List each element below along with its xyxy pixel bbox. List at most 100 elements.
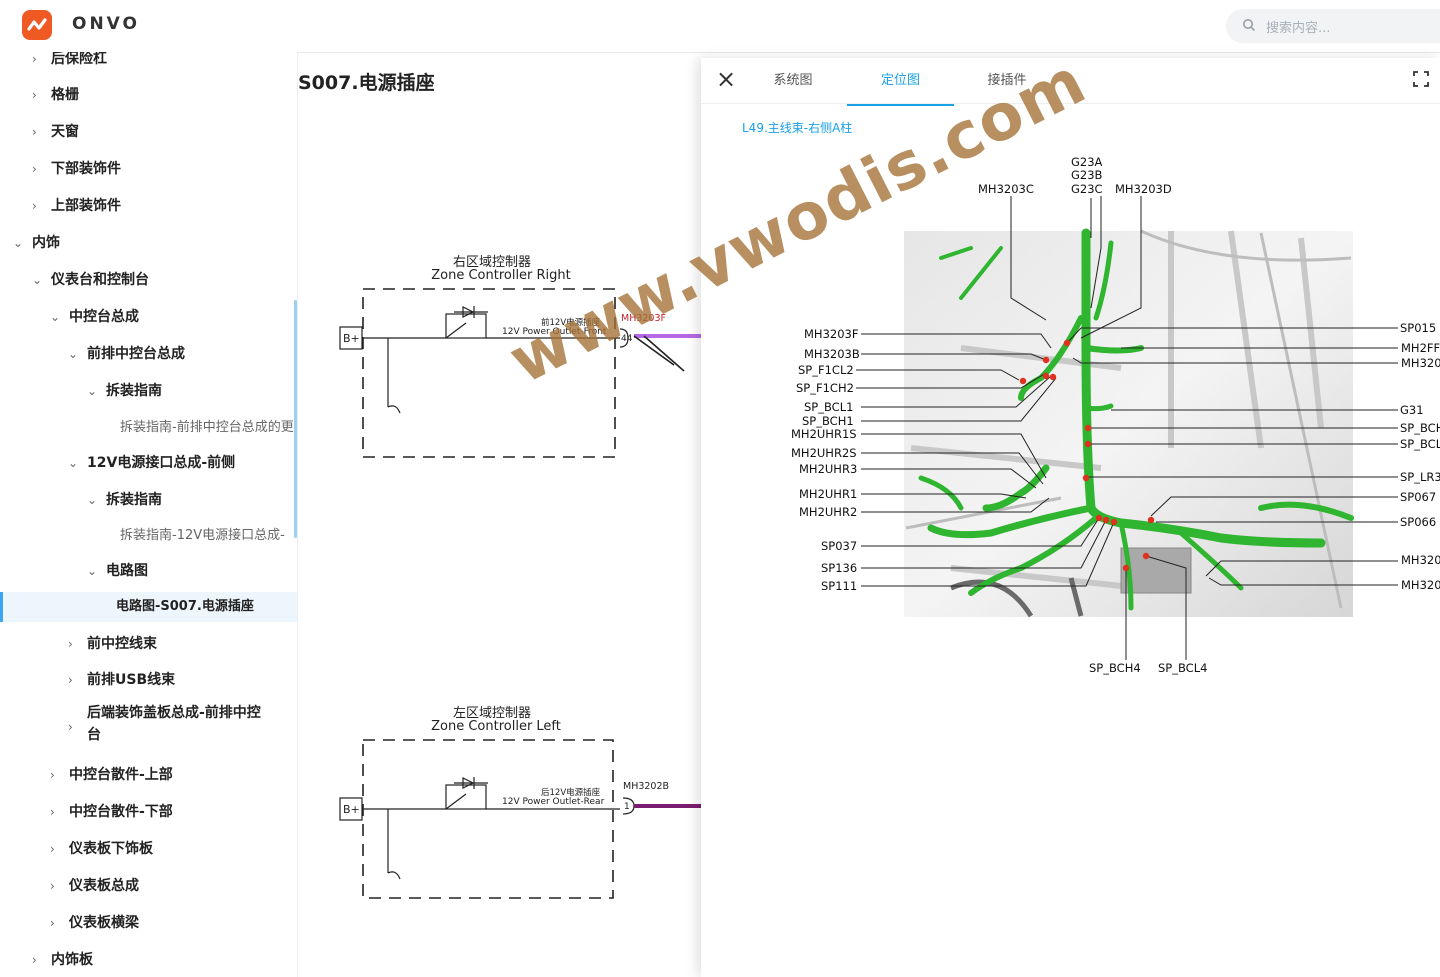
chevron-right-icon: › bbox=[32, 199, 37, 213]
leader-line bbox=[1066, 327, 1398, 344]
tree-item-label: 12V电源接口总成-前侧 bbox=[87, 455, 236, 471]
tree-item-label: 仪表板横梁 bbox=[69, 915, 139, 931]
chevron-right-icon: › bbox=[32, 162, 37, 176]
chevron-right-icon: › bbox=[50, 805, 55, 819]
chevron-down-icon: ⌄ bbox=[13, 236, 24, 250]
tree-item-dash-assembly[interactable]: ›仪表板总成 bbox=[0, 871, 297, 901]
harness-breadcrumb[interactable]: L49.主线束-右侧A柱 bbox=[742, 121, 853, 135]
tree-item-front-harness[interactable]: ›前中控线束 bbox=[0, 629, 297, 659]
label-mh320-c: MH320 bbox=[1401, 578, 1440, 592]
tree-item-label: 后保险杠 bbox=[51, 52, 107, 67]
tree-item-circuit-s007[interactable]: 电路图-S007.电源插座 bbox=[0, 592, 297, 622]
chevron-down-icon: ⌄ bbox=[87, 493, 98, 507]
front-outlet-cn: 前12V电源插座 bbox=[541, 317, 601, 328]
tree-item-trim-panel[interactable]: ›内饰板 bbox=[0, 945, 297, 975]
label-mh320-a: MH320 bbox=[1401, 356, 1440, 370]
location-marker bbox=[1084, 424, 1092, 432]
tree-item-rear-cover[interactable]: › 后端装饰盖板总成-前排中控台 bbox=[0, 702, 297, 748]
search-box[interactable]: 搜索内容... bbox=[1226, 9, 1440, 43]
label-g23a: G23A bbox=[1071, 155, 1103, 169]
tree-leaf-guide-front-console[interactable]: 拆装指南-前排中控台总成的更 bbox=[0, 413, 297, 443]
right-controller-cn: 右区域控制器 bbox=[453, 255, 531, 270]
left-controller-box bbox=[362, 739, 614, 899]
connector-mh3203f[interactable]: MH3203F bbox=[621, 313, 666, 324]
tree-item-console-lower[interactable]: ›中控台散件-下部 bbox=[0, 797, 297, 827]
right-controller-box bbox=[362, 288, 616, 458]
logo-mark-icon bbox=[27, 18, 47, 31]
location-marker bbox=[1142, 552, 1150, 560]
tree-item-label: 拆装指南 bbox=[106, 492, 162, 508]
tree-item-console-upper[interactable]: ›中控台散件-上部 bbox=[0, 760, 297, 790]
tree-item-label: 内饰 bbox=[32, 235, 60, 251]
location-marker bbox=[1049, 373, 1057, 381]
tree-item-label: 下部装饰件 bbox=[51, 161, 121, 177]
leader-line bbox=[861, 333, 1052, 349]
label-mh2uhr1s: MH2UHR1S bbox=[791, 427, 857, 441]
location-marker bbox=[1102, 516, 1110, 524]
tree-item-label: 后端装饰盖板总成-前排中控 bbox=[87, 705, 261, 721]
chevron-right-icon: › bbox=[68, 720, 73, 734]
tree-item-label: 电路图-S007.电源插座 bbox=[116, 599, 254, 614]
connector-mh3202b[interactable]: MH3202B bbox=[623, 781, 669, 792]
tab-system-diagram[interactable]: 系统图 bbox=[773, 73, 813, 88]
tree-item-sunroof[interactable]: ›天窗 bbox=[0, 117, 297, 147]
tree-item-label-wrap: 台 bbox=[87, 727, 101, 743]
location-marker bbox=[1084, 440, 1092, 448]
leader-line bbox=[861, 517, 1100, 547]
label-sp066: SP066 bbox=[1400, 515, 1436, 529]
tree-item-circuit[interactable]: ⌄电路图 bbox=[0, 556, 297, 586]
location-marker bbox=[1042, 356, 1050, 364]
leader-line bbox=[861, 468, 1037, 489]
tree-item-label: 仪表板总成 bbox=[69, 878, 139, 894]
label-g23b: G23B bbox=[1071, 168, 1103, 182]
tree-item-upper-trim[interactable]: ›上部装饰件 bbox=[0, 191, 297, 221]
leader-line bbox=[1080, 196, 1142, 339]
chevron-right-icon: › bbox=[50, 916, 55, 930]
pin-number-1: 1 bbox=[624, 802, 630, 812]
rear-outlet-en: 12V Power Outlet-Rear bbox=[502, 797, 605, 807]
onvo-logo[interactable] bbox=[22, 10, 52, 40]
chevron-down-icon: ⌄ bbox=[87, 564, 98, 578]
location-marker bbox=[1019, 377, 1027, 385]
sidebar-scrollbar[interactable] bbox=[294, 300, 297, 538]
tree-item-dash-beam[interactable]: › 仪表板横梁 bbox=[0, 908, 297, 938]
leader-line bbox=[861, 521, 1115, 587]
tree-item-rear-bumper[interactable]: ›后保险杠 bbox=[0, 52, 297, 74]
label-sp067: SP067 bbox=[1400, 490, 1436, 504]
tree-item-guide-1[interactable]: ⌄拆装指南 bbox=[0, 376, 297, 406]
tree-item-grille[interactable]: ›格栅 bbox=[0, 80, 297, 110]
tree-item-label: 前排USB线束 bbox=[87, 672, 176, 688]
front-outlet-en: 12V Power Outlet-Front bbox=[502, 327, 607, 337]
tree-item-front-console[interactable]: ⌄前排中控台总成 bbox=[0, 339, 297, 369]
label-sp-bcl: SP_BCL bbox=[1400, 437, 1440, 451]
tree-item-dashboard-console[interactable]: ⌄仪表台和控制台 bbox=[0, 265, 297, 295]
leader-line bbox=[861, 353, 1047, 361]
tab-divider bbox=[701, 103, 1440, 104]
chevron-down-icon: ⌄ bbox=[68, 456, 79, 470]
tab-connectors[interactable]: 接插件 bbox=[987, 73, 1027, 88]
tree-leaf-guide-12v[interactable]: 拆装指南-12V电源接口总成- bbox=[0, 521, 297, 551]
tab-location-diagram[interactable]: 定位图 bbox=[847, 66, 954, 106]
tree-item-12v-outlet-front[interactable]: ⌄ 12V电源接口总成-前侧 bbox=[0, 448, 297, 478]
chevron-down-icon: ⌄ bbox=[68, 347, 79, 361]
tree-item-guide-2[interactable]: ⌄ 拆装指南 bbox=[0, 485, 297, 515]
tree-item-lower-trim[interactable]: › 下部装饰件 bbox=[0, 154, 297, 184]
tree-item-interior[interactable]: ⌄ 内饰 bbox=[0, 228, 297, 258]
tree-item-usb-harness[interactable]: ›前排USB线束 bbox=[0, 665, 297, 695]
fullscreen-icon[interactable] bbox=[1413, 71, 1429, 87]
rear-outlet-cn: 后12V电源插座 bbox=[541, 787, 601, 798]
location-marker bbox=[1147, 516, 1155, 524]
leader-line bbox=[861, 452, 1044, 485]
location-marker bbox=[1110, 518, 1118, 526]
tree-item-label: 拆装指南-前排中控台总成的更 bbox=[120, 420, 294, 435]
label-mh3203b: MH3203B bbox=[804, 347, 860, 361]
close-icon[interactable]: × bbox=[715, 65, 737, 93]
search-input[interactable]: 搜索内容... bbox=[1266, 21, 1331, 36]
tree-item-center-console[interactable]: ⌄中控台总成 bbox=[0, 302, 297, 332]
harness-location-diagram: G23A G23B G23C MH3203C MH3203D MH3203F M… bbox=[791, 155, 1440, 675]
leader-line bbox=[1208, 577, 1398, 586]
tree-item-label: 拆装指南 bbox=[106, 383, 162, 399]
tree-item-dash-lower-trim[interactable]: ›仪表板下饰板 bbox=[0, 834, 297, 864]
label-sp-bcl4: SP_BCL4 bbox=[1158, 661, 1207, 675]
label-sp015: SP015 bbox=[1400, 321, 1436, 335]
